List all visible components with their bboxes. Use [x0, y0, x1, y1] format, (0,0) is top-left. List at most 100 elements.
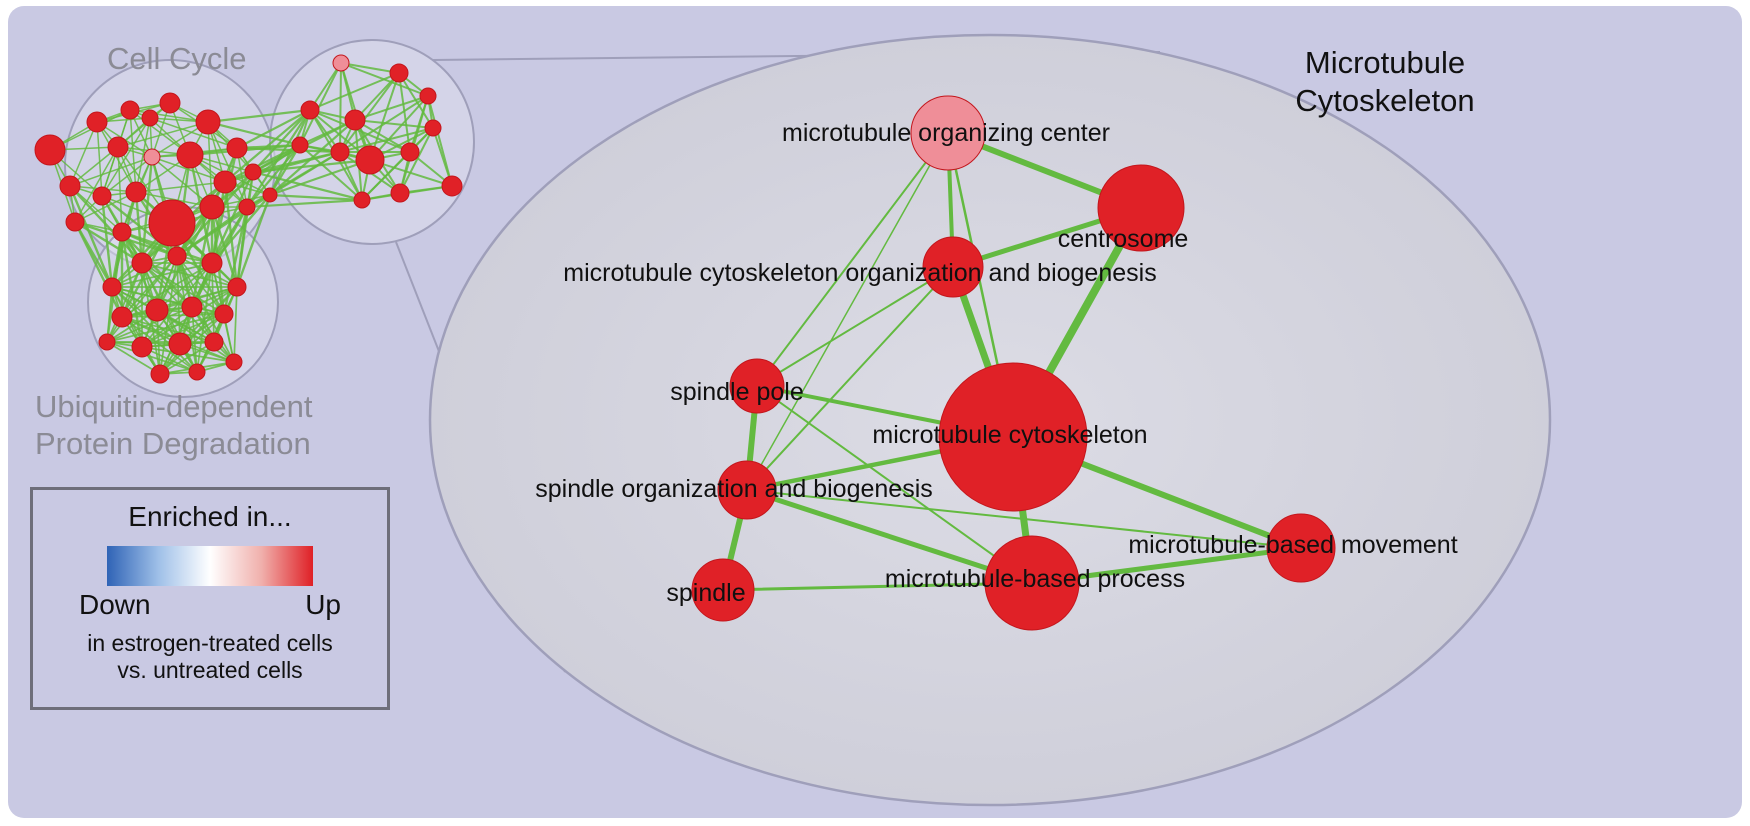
- overview-edge: [156, 262, 213, 311]
- overview-node[interactable]: [181, 296, 203, 318]
- overview-node[interactable]: [400, 142, 420, 162]
- overview-edge: [269, 151, 341, 196]
- node-org_bio[interactable]: [922, 236, 984, 298]
- overview-node[interactable]: [145, 298, 169, 322]
- overview-node[interactable]: [148, 199, 196, 247]
- overview-node[interactable]: [419, 87, 437, 105]
- overview-edge: [121, 316, 198, 373]
- edge-moc-spindle_pole: [756, 132, 949, 387]
- overview-edge: [135, 181, 226, 193]
- overview-edge: [74, 191, 137, 223]
- overview-node[interactable]: [125, 181, 147, 203]
- node-label-centrosome: centrosome: [1058, 225, 1189, 253]
- overview-node[interactable]: [34, 134, 66, 166]
- overview-edge: [246, 109, 311, 208]
- overview-edge: [176, 255, 181, 345]
- overview-edge: [121, 262, 213, 318]
- overview-node[interactable]: [344, 109, 366, 131]
- overview-node[interactable]: [244, 163, 262, 181]
- overview-node[interactable]: [112, 222, 132, 242]
- overview-edge: [74, 146, 119, 223]
- node-spindle_org[interactable]: [717, 460, 777, 520]
- overview-edge: [252, 109, 311, 173]
- overview-node[interactable]: [141, 109, 159, 127]
- overview-node[interactable]: [204, 332, 224, 352]
- overview-edge: [354, 119, 411, 153]
- overview-node[interactable]: [159, 92, 181, 114]
- overview-node[interactable]: [332, 54, 350, 72]
- legend-gradient-bar: [107, 546, 313, 586]
- node-mt_cyto[interactable]: [938, 362, 1088, 512]
- overview-edge: [74, 220, 143, 265]
- node-label-moc: microtubule organizing center: [782, 119, 1110, 147]
- overview-edge: [233, 286, 238, 363]
- overview-edge: [269, 144, 301, 196]
- overview-node[interactable]: [389, 63, 409, 83]
- overview-edge: [340, 62, 400, 74]
- overview-edge: [354, 95, 429, 121]
- overview-node[interactable]: [199, 194, 225, 220]
- overview-node[interactable]: [167, 246, 187, 266]
- legend-caption-line2: vs. untreated cells: [117, 657, 303, 683]
- overview-node[interactable]: [355, 145, 385, 175]
- overview-node[interactable]: [143, 148, 161, 166]
- node-spindle_pole[interactable]: [729, 358, 785, 414]
- node-process[interactable]: [984, 535, 1080, 631]
- overview-edge: [117, 146, 123, 233]
- edge-org_bio-spindle_pole: [756, 266, 954, 387]
- overview-node[interactable]: [120, 100, 140, 120]
- cluster-label-microtubule-line2: Cytoskeleton: [1295, 83, 1475, 118]
- overview-node[interactable]: [424, 119, 442, 137]
- overview-node[interactable]: [201, 252, 223, 274]
- overview-node[interactable]: [330, 142, 350, 162]
- overview-node[interactable]: [131, 252, 153, 274]
- overview-edge: [106, 313, 225, 343]
- overview-node[interactable]: [353, 191, 371, 209]
- edge-moc-spindle_org: [746, 132, 949, 491]
- edge-spindle-process: [721, 581, 1034, 592]
- overview-node[interactable]: [86, 111, 108, 133]
- overview-node[interactable]: [390, 183, 410, 203]
- node-spindle[interactable]: [691, 558, 755, 622]
- overview-edge: [121, 230, 213, 265]
- overview-edge: [339, 95, 429, 153]
- overview-node[interactable]: [300, 100, 320, 120]
- overview-node[interactable]: [227, 277, 247, 297]
- overview-node[interactable]: [102, 277, 122, 297]
- node-label-spindle: spindle: [666, 579, 745, 607]
- overview-node[interactable]: [213, 170, 237, 194]
- overview-node[interactable]: [111, 306, 133, 328]
- legend: Enriched in... Down Up in estrogen-treat…: [30, 487, 390, 710]
- overview-node[interactable]: [291, 136, 309, 154]
- overview-edge: [96, 121, 103, 197]
- overview-edge: [156, 309, 235, 363]
- overview-edge: [106, 306, 193, 343]
- overview-node[interactable]: [107, 136, 129, 158]
- overview-node[interactable]: [59, 175, 81, 197]
- overview-node[interactable]: [131, 336, 153, 358]
- node-label-spindle_pole: spindle pole: [670, 378, 803, 406]
- node-moc[interactable]: [910, 95, 986, 171]
- overview-edge: [73, 221, 124, 318]
- node-movement[interactable]: [1266, 513, 1336, 583]
- overview-node[interactable]: [150, 364, 170, 384]
- overview-node[interactable]: [262, 187, 278, 203]
- overview-node[interactable]: [168, 332, 192, 356]
- overview-node[interactable]: [98, 333, 116, 351]
- overview-node[interactable]: [238, 198, 256, 216]
- overview-node[interactable]: [92, 186, 112, 206]
- overview-edge: [269, 158, 371, 197]
- overview-node[interactable]: [176, 141, 204, 169]
- overview-node[interactable]: [65, 212, 85, 232]
- node-centrosome[interactable]: [1097, 164, 1185, 252]
- overview-node[interactable]: [214, 304, 234, 324]
- overview-node[interactable]: [188, 363, 206, 381]
- overview-node[interactable]: [441, 175, 463, 197]
- overview-edge: [299, 144, 363, 201]
- overview-node[interactable]: [195, 109, 221, 135]
- overview-node[interactable]: [225, 353, 243, 371]
- overview-node[interactable]: [226, 137, 248, 159]
- overview-edge: [191, 306, 198, 373]
